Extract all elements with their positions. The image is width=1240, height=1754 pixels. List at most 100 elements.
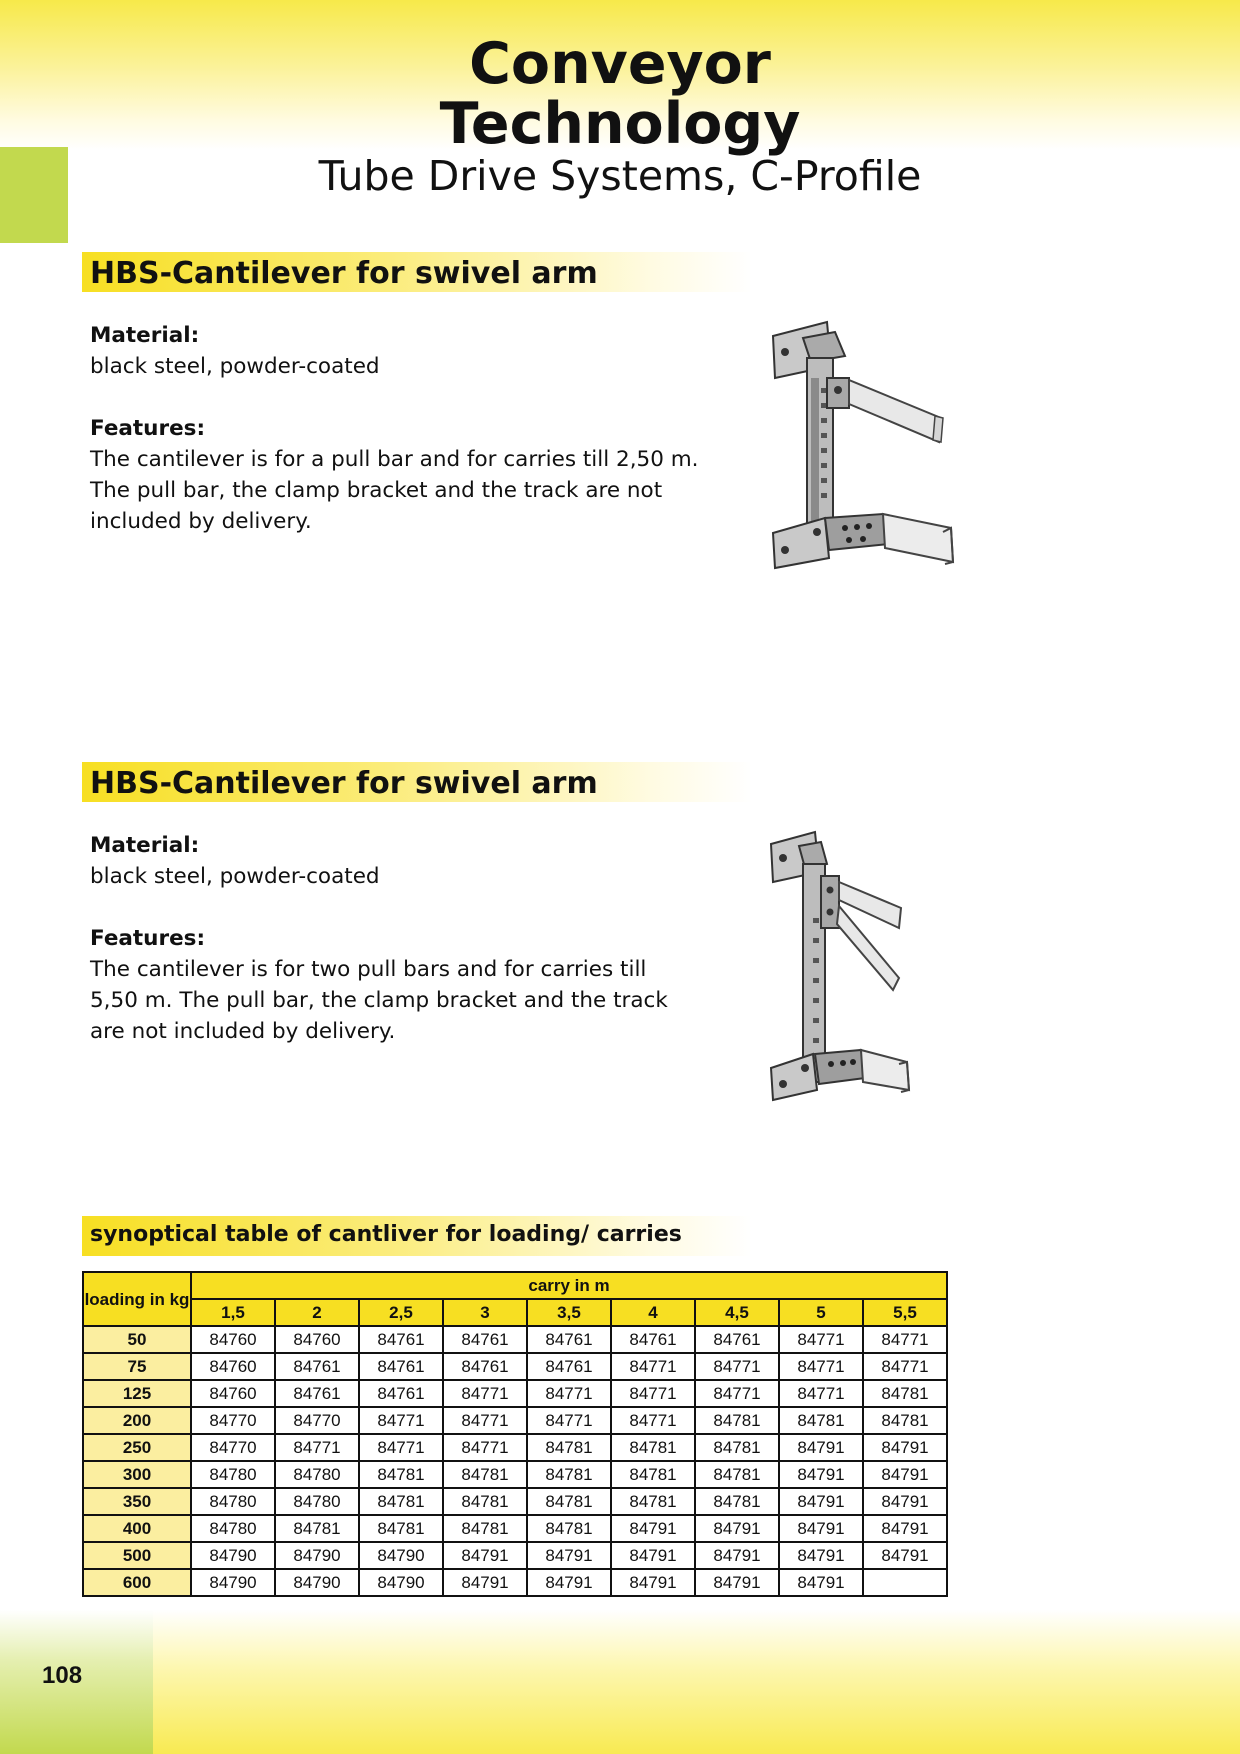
article-number-cell: 84770 [274, 1406, 360, 1435]
article-number-cell: 84771 [526, 1406, 612, 1435]
article-number-cell: 84780 [190, 1514, 276, 1543]
article-number-cell: 84790 [358, 1568, 444, 1597]
header-band [0, 0, 1240, 150]
carry-value-header: 5 [778, 1298, 864, 1327]
article-number-cell: 84771 [442, 1433, 528, 1462]
article-number-cell: 84781 [694, 1460, 780, 1489]
table-heading-text: synoptical table of cantliver for loadin… [90, 1222, 682, 1247]
article-number-cell: 84780 [190, 1487, 276, 1516]
features-line: included by delivery. [90, 509, 312, 534]
article-number-cell: 84791 [778, 1460, 864, 1489]
article-number-cell: 84791 [610, 1514, 696, 1543]
features-line: 5,50 m. The pull bar, the clamp bracket … [90, 988, 668, 1013]
article-number-cell [862, 1568, 948, 1597]
article-number-cell: 84761 [694, 1325, 780, 1354]
page-title: Conveyor Technology [439, 31, 801, 157]
article-number-cell: 84781 [778, 1406, 864, 1435]
loading-value: 250 [82, 1433, 192, 1462]
page-number: 108 [42, 1662, 83, 1689]
loading-value: 200 [82, 1406, 192, 1435]
carry-value-header: 4 [610, 1298, 696, 1327]
carry-value-header: 4,5 [694, 1298, 780, 1327]
article-number-cell: 84781 [358, 1514, 444, 1543]
article-number-cell: 84781 [862, 1379, 948, 1408]
article-number-cell: 84791 [442, 1541, 528, 1570]
article-number-cell: 84771 [694, 1379, 780, 1408]
article-number-cell: 84771 [610, 1406, 696, 1435]
loading-value: 600 [82, 1568, 192, 1597]
article-number-cell: 84771 [526, 1379, 612, 1408]
cantilever-single-arm-image [771, 320, 955, 570]
article-number-cell: 84761 [358, 1325, 444, 1354]
article-number-cell: 84771 [778, 1352, 864, 1381]
article-number-cell: 84791 [778, 1433, 864, 1462]
article-number-cell: 84770 [190, 1433, 276, 1462]
article-number-cell: 84771 [778, 1325, 864, 1354]
article-number-cell: 84781 [862, 1406, 948, 1435]
article-number-cell: 84771 [694, 1352, 780, 1381]
article-number-cell: 84781 [274, 1514, 360, 1543]
article-number-cell: 84761 [358, 1379, 444, 1408]
material-value: black steel, powder-coated [90, 354, 380, 379]
carry-value-header: 2 [274, 1298, 360, 1327]
article-number-cell: 84790 [274, 1568, 360, 1597]
article-number-cell: 84770 [190, 1406, 276, 1435]
chapter-tab [0, 147, 68, 243]
carry-value-header: 5,5 [862, 1298, 948, 1327]
article-number-cell: 84760 [274, 1325, 360, 1354]
features-line: The cantilever is for two pull bars and … [90, 957, 647, 982]
footer-band [0, 1610, 1240, 1754]
article-number-cell: 84771 [358, 1406, 444, 1435]
loading-value: 75 [82, 1352, 192, 1381]
features-label: Features: [90, 416, 206, 441]
carry-value-header: 2,5 [358, 1298, 444, 1327]
article-number-cell: 84790 [190, 1568, 276, 1597]
article-number-cell: 84771 [274, 1433, 360, 1462]
article-number-cell: 84760 [190, 1379, 276, 1408]
section-body-2: Material: black steel, powder-coated Fea… [90, 830, 730, 1047]
page-header: Conveyor Technology Tube Drive Systems, … [300, 34, 940, 198]
article-number-cell: 84771 [778, 1379, 864, 1408]
article-number-cell: 84771 [610, 1379, 696, 1408]
article-number-cell: 84761 [442, 1352, 528, 1381]
carry-header: carry in m [190, 1271, 948, 1300]
features-line: The pull bar, the clamp bracket and the … [90, 478, 663, 503]
article-number-cell: 84791 [610, 1568, 696, 1597]
article-number-cell: 84791 [778, 1514, 864, 1543]
article-number-cell: 84791 [694, 1541, 780, 1570]
article-number-cell: 84761 [526, 1352, 612, 1381]
article-number-cell: 84781 [358, 1487, 444, 1516]
carry-value-header: 1,5 [190, 1298, 276, 1327]
article-number-cell: 84760 [190, 1325, 276, 1354]
article-number-cell: 84781 [526, 1514, 612, 1543]
article-number-cell: 84760 [190, 1352, 276, 1381]
article-number-cell: 84781 [442, 1514, 528, 1543]
article-number-cell: 84790 [358, 1541, 444, 1570]
article-number-cell: 84771 [442, 1379, 528, 1408]
material-value: black steel, powder-coated [90, 864, 380, 889]
article-number-cell: 84791 [694, 1514, 780, 1543]
section-heading-2: HBS-Cantilever for swivel arm [82, 762, 752, 802]
loading-value: 300 [82, 1460, 192, 1489]
article-number-cell: 84761 [610, 1325, 696, 1354]
article-number-cell: 84771 [862, 1325, 948, 1354]
article-number-cell: 84791 [862, 1433, 948, 1462]
article-number-cell: 84780 [274, 1460, 360, 1489]
article-number-cell: 84791 [862, 1460, 948, 1489]
article-number-cell: 84790 [190, 1541, 276, 1570]
article-number-cell: 84790 [274, 1541, 360, 1570]
features-line: are not included by delivery. [90, 1019, 396, 1044]
section-body-1: Material: black steel, powder-coated Fea… [90, 320, 730, 537]
article-number-cell: 84780 [274, 1487, 360, 1516]
loading-value: 400 [82, 1514, 192, 1543]
